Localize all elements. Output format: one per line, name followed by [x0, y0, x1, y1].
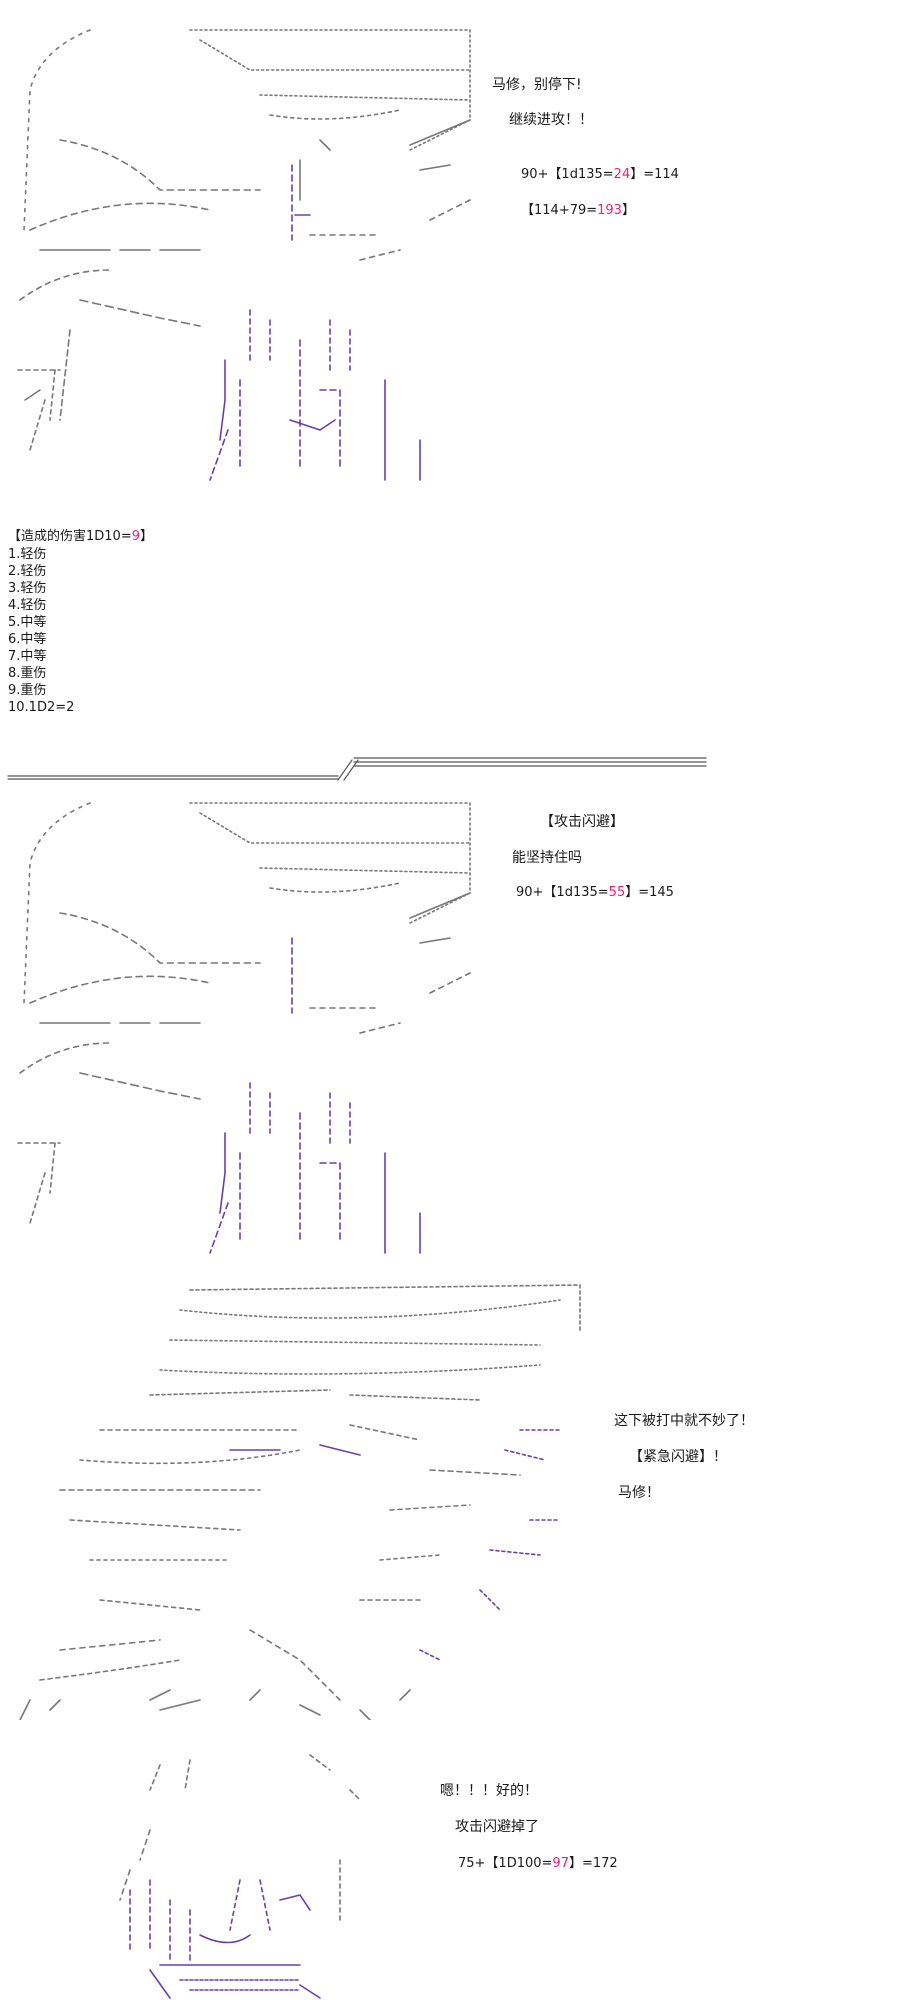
damage-item: 1.轻伤: [8, 547, 47, 562]
dialogue-line: 【紧急闪避】！: [629, 1449, 727, 1465]
damage-title-prefix: 【造成的伤害1D10=: [8, 529, 132, 544]
roll-prefix: 【114+79=: [521, 203, 598, 218]
roll-value: 193: [597, 203, 622, 218]
damage-item: 3.轻伤: [8, 581, 47, 596]
damage-table: 1.轻伤 2.轻伤 3.轻伤 4.轻伤 5.中等 6.中等 7.中等 8.重伤 …: [8, 546, 74, 716]
damage-item: 5.中等: [8, 615, 47, 630]
roll-suffix: 】: [621, 203, 635, 218]
dialogue-line: 继续进攻！！: [509, 112, 593, 128]
dialogue-line: 能坚持住吗: [512, 850, 582, 866]
dice-roll: 75+【1D100=97】=172: [458, 1855, 618, 1873]
dice-roll: 90+【1d135=55】=145: [516, 884, 674, 902]
roll-value: 24: [613, 167, 631, 182]
damage-title-suffix: 】: [140, 529, 154, 544]
dialogue-line: 嗯！！！好的！: [440, 1783, 538, 1799]
roll-prefix: 90+【1d135=: [516, 885, 609, 900]
roll-prefix: 75+【1D100=: [458, 1856, 553, 1871]
panel-2: 【攻击闪避】 能坚持住吗 90+【1d135=55】=145: [0, 773, 900, 1273]
roll-value: 97: [552, 1856, 569, 1871]
ascii-art-mash-and-cloak-1: [17, 29, 471, 481]
damage-item: 6.中等: [8, 632, 47, 647]
roll-suffix: 】=114: [630, 167, 679, 182]
dice-roll: 90+【1d135=24】=114: [521, 166, 679, 184]
panel-3: 这下被打中就不妙了！ 【紧急闪避】！ 马修！: [0, 1300, 900, 1720]
roll-suffix: 】=145: [625, 885, 674, 900]
damage-roll-title: 【造成的伤害1D10=9】: [8, 528, 153, 546]
dialogue-line: 马修，别停下!: [492, 77, 582, 93]
roll-value: 55: [608, 885, 626, 900]
dialogue-line: 这下被打中就不妙了！: [614, 1413, 754, 1429]
panel-1: 马修，别停下! 继续进攻！！ 90+【1d135=24】=114 【114+79…: [0, 0, 900, 500]
damage-item: 10.1D2=2: [8, 700, 75, 715]
dialogue-line: 马修！: [618, 1485, 660, 1501]
panel-4: 嗯！！！好的！ 攻击闪避掉了 75+【1D100=97】=172: [0, 1720, 900, 2000]
damage-item: 4.轻伤: [8, 598, 47, 613]
roll-prefix: 90+【1d135=: [521, 167, 614, 182]
damage-item: 7.中等: [8, 649, 47, 664]
dialogue-line: 攻击闪避掉了: [455, 1819, 539, 1835]
dialogue-line: 【攻击闪避】: [540, 814, 624, 830]
damage-item: 2.轻伤: [8, 564, 47, 579]
damage-title-value: 9: [131, 529, 140, 544]
roll-suffix: 】=172: [568, 1856, 618, 1871]
damage-item: 8.重伤: [8, 666, 47, 681]
dice-roll: 【114+79=193】: [521, 202, 635, 220]
damage-item: 9.重伤: [8, 683, 47, 698]
